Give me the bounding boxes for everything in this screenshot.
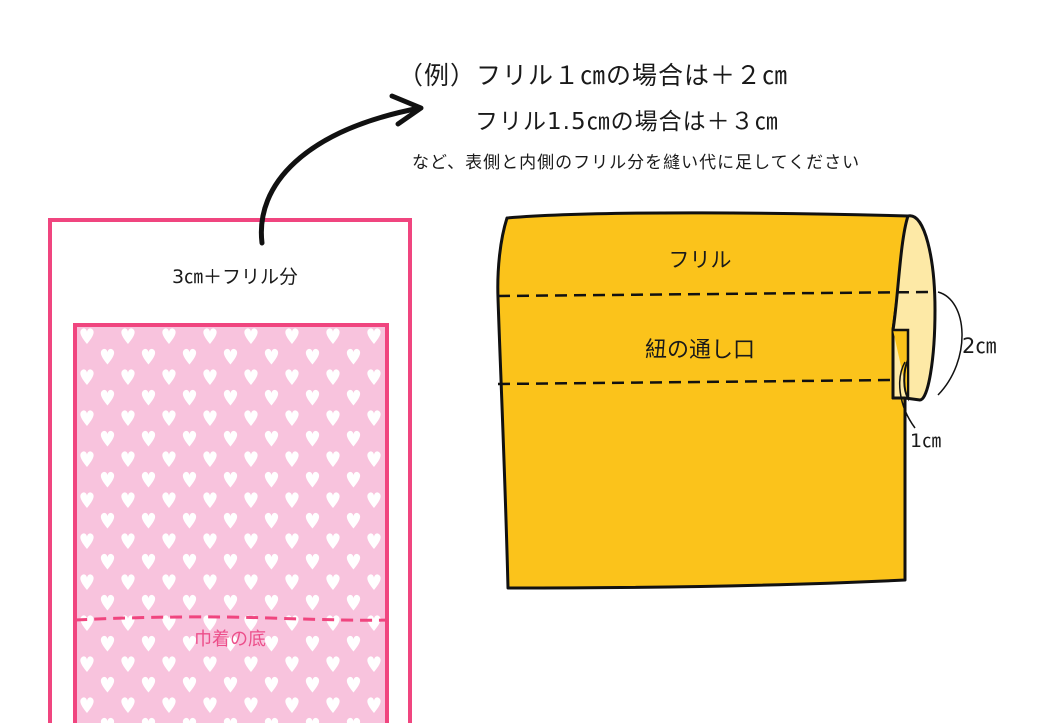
left-pattern-piece: [48, 218, 412, 723]
note-instruction: など、表側と内側のフリル分を縫い代に足してください: [412, 153, 861, 173]
note-example-1-5cm: フリル1.5㎝の場合は＋３㎝: [475, 109, 779, 135]
top-allowance-label: 3㎝＋フリル分: [171, 266, 299, 288]
dim-2cm-arc: [937, 291, 963, 396]
yellow-fabric: [496, 211, 963, 590]
dim-1cm-arc: [899, 361, 916, 429]
dimension-2cm-label: 2㎝: [962, 334, 997, 358]
bottom-label: 巾着の底: [194, 629, 266, 650]
note-example-1cm: （例）フリル１㎝の場合は＋２㎝: [398, 61, 789, 90]
dimension-1cm-label: 1㎝: [910, 430, 942, 452]
frill-label: フリル: [668, 248, 732, 272]
heart-fabric: [73, 323, 389, 723]
bottom-fold-line: [74, 615, 388, 622]
dashed-line-bottom: [497, 378, 896, 386]
pointer-arrow: [258, 93, 424, 246]
outer-outline: [48, 218, 412, 723]
drawstring-channel-label: 紐の通し口: [644, 338, 755, 363]
dashed-line-top: [497, 290, 931, 298]
